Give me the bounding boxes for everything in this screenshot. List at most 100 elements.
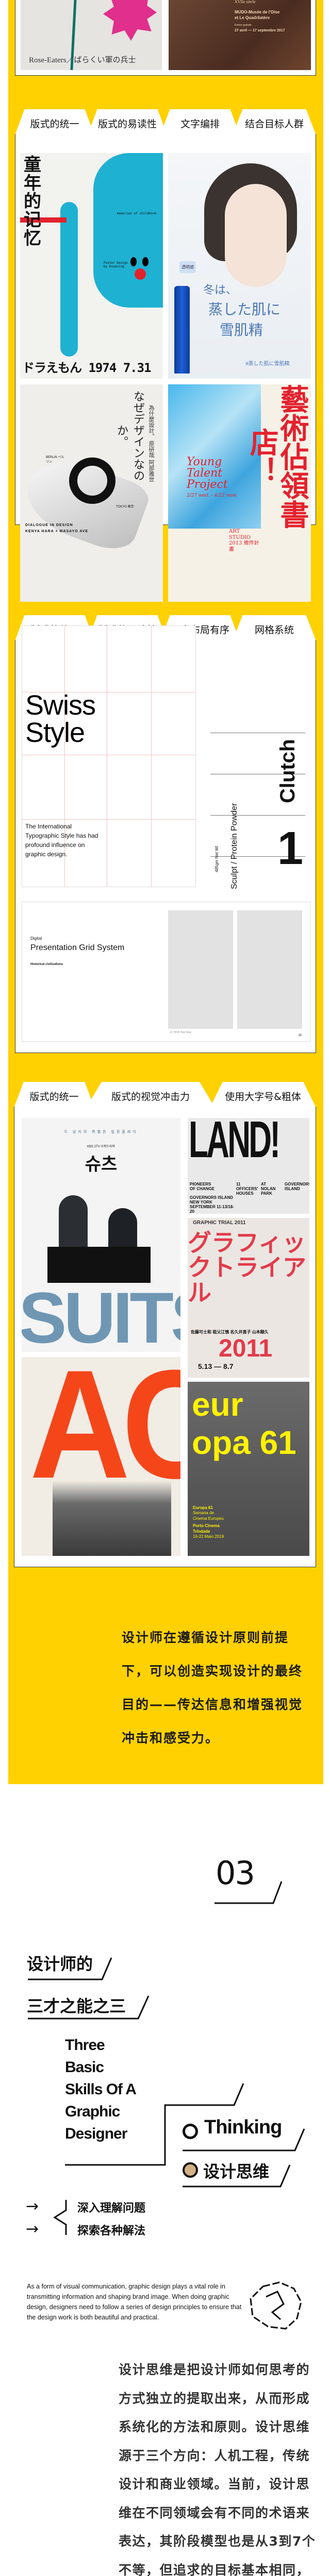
en-paragraph: As a form of visual communication, graph… bbox=[27, 2283, 242, 2321]
suits-network: KBS 2TV 수목드라마 bbox=[87, 1145, 115, 1148]
doraemon-blue-shape bbox=[93, 153, 163, 308]
europa61-poster: eur opa 61 Europa 61 Semana de Cinema Eu… bbox=[188, 1382, 309, 1556]
arrow-right-icon-1: → bbox=[26, 2197, 39, 2215]
suits-poster: 두 남자의 특별한 법정플레이 KBS 2TV 수목드라마 슈츠 SUITS bbox=[22, 1118, 180, 1352]
mudo-line3: et Le Quadrilatère bbox=[235, 15, 270, 20]
tab-large-bold-type[interactable]: 使用大字号&粗体 bbox=[210, 1082, 316, 1108]
clutch-weight: 485gm Net Wt bbox=[214, 845, 219, 872]
sekkisei-line2: 蒸した肌に bbox=[208, 301, 281, 318]
mudo-century: XVIIe siècle bbox=[235, 0, 256, 4]
skill-en-circle-icon bbox=[183, 2124, 198, 2139]
poster-panel-3: Swiss Style The International Typographi… bbox=[15, 625, 316, 1053]
doraemon-credit: Poster Design by Dosening bbox=[104, 261, 128, 268]
tab-grid-system[interactable]: 网格系统 bbox=[233, 615, 316, 641]
connector-line bbox=[65, 2083, 244, 2166]
sekkisei-tag: #蒸した肌に雪肌精 bbox=[245, 361, 290, 367]
tab-target-audience[interactable]: 结合目标人群 bbox=[233, 109, 316, 135]
tab-row-4: 版式的统一 版式的视觉冲击力 使用大字号&粗体 bbox=[14, 1082, 316, 1108]
land-col-3: AT NOLAN PARK bbox=[261, 1182, 276, 1196]
suits-word: SUITS bbox=[22, 1277, 180, 1352]
section-title-line2: 三才之能之三 bbox=[27, 1996, 126, 2016]
en-title-line-4: Graphic bbox=[65, 2103, 120, 2120]
skill-en-underline bbox=[183, 2128, 305, 2151]
rose-flower-shape bbox=[103, 0, 157, 41]
art-dates: 2/27 wed. - 4/22 mon. bbox=[187, 493, 238, 498]
number-underline-slash bbox=[214, 1881, 283, 1904]
art-en-2: Talent bbox=[187, 467, 223, 480]
graphic-trial-names: 佐藤可士和 祖父江慎 名久井直子 山本剛久 bbox=[191, 1330, 269, 1334]
presentation-grid: Digital Presentation Grid System Histori… bbox=[22, 902, 310, 1042]
europa-venue: Porto Cinema Trindade bbox=[193, 1523, 220, 1534]
clutch-product: Sculpt / Protein Powder bbox=[230, 803, 239, 889]
tokyo-label: TOKYO 東京 bbox=[116, 505, 134, 509]
doraemon-title: 童年的记忆 bbox=[24, 155, 41, 249]
graphic-trial-poster: GRAPHIC TRIAL 2011 グラフィックトライアル 佐藤可士和 祖父江… bbox=[188, 1218, 309, 1378]
art-studio-cn: 藝術佔領書店！ bbox=[246, 384, 309, 529]
ace-poster: ACE bbox=[22, 1357, 180, 1556]
poster-panel-4: 두 남자의 특별한 법정플레이 KBS 2TV 수목드라마 슈츠 SUITS L… bbox=[14, 1107, 316, 1567]
europa-word: eur opa 61 bbox=[192, 1386, 296, 1461]
grid-heading: Historical civilizations bbox=[30, 963, 63, 966]
europa-subtitle: Semana de Cinema Europeu bbox=[193, 1511, 224, 1521]
europa-title: Europa 61 bbox=[193, 1505, 213, 1510]
men-photo-shape bbox=[53, 1481, 171, 1556]
tab-visual-impact[interactable]: 版式的视觉冲击力 bbox=[86, 1082, 215, 1108]
blue-photo-collage bbox=[168, 384, 261, 529]
section-number-03: 03 bbox=[216, 1854, 255, 1892]
why-design-book: なぜデザインなのか。 為什麼設計。 原研哉 阿部雅世 BERLIN ベルリン T… bbox=[20, 384, 163, 602]
doraemon-red-band bbox=[20, 217, 67, 223]
crumpled-paper-icon bbox=[250, 2281, 302, 2330]
suits-title: 슈츠 bbox=[85, 1155, 118, 1174]
art-en-3: Project bbox=[187, 478, 228, 491]
grid-page-number: 15 bbox=[298, 1034, 302, 1037]
tab-typesetting[interactable]: 文字编排 bbox=[160, 109, 240, 135]
cn-paragraph: 设计思维是把设计师如何思考的方式独立的提取出来，从而形成系统化的方法和原则。设计… bbox=[119, 2362, 316, 2576]
ace-word: ACE bbox=[29, 1357, 180, 1511]
authors-label: KENYA HARA × MASAYO AVE bbox=[25, 530, 89, 533]
skill-en-label: Thinking bbox=[204, 2116, 282, 2138]
poster-panel-1: Rose-Eaters／ばらくい軍の兵士 XVIIe siècle MUDO-M… bbox=[15, 0, 316, 76]
why-design-side: 為什麼設計。 原研哉 阿部雅世 bbox=[148, 405, 155, 482]
europa-dates: 16-22 Maio 2019 bbox=[193, 1534, 224, 1539]
swiss-body: The International Typographic Style has … bbox=[25, 823, 98, 858]
graphic-trial-year: 2011 bbox=[219, 1335, 273, 1362]
land-col-2: 11 OFFICERS' HOUSES bbox=[236, 1182, 258, 1196]
why-design-title: なぜデザインなのか。 bbox=[115, 391, 144, 481]
model-face-shape bbox=[225, 184, 287, 287]
clutch-number: 1 bbox=[277, 823, 304, 874]
mudo-entry: Entrée gratuite bbox=[235, 24, 252, 27]
en-title-line-3: Skills Of A bbox=[65, 2081, 137, 2098]
sekkisei-line3: 雪肌精 bbox=[220, 321, 263, 338]
land-poster: LAND! PIONEERS OF CHANGE 11 OFFICERS' HO… bbox=[188, 1118, 309, 1214]
land-word: LAND! bbox=[189, 1118, 280, 1168]
art-studio-label: ART STUDIO 2013 徵件計畫 bbox=[229, 529, 259, 552]
skill-cn-underline bbox=[183, 2164, 291, 2188]
tab-readability[interactable]: 版式的易读性 bbox=[88, 109, 167, 135]
doraemon-bottom: ドラえもん 1974 7.31 bbox=[22, 361, 151, 375]
rose-eaters-caption: Rose-Eaters／ばらくい軍の兵士 bbox=[29, 56, 136, 64]
point-1: 深入理解问题 bbox=[77, 2202, 146, 2215]
en-title-block: Three Basic Skills Of A Graphic Designer bbox=[65, 2034, 137, 2145]
sofa-shape bbox=[47, 1247, 151, 1283]
grid-title: Presentation Grid System bbox=[30, 943, 125, 952]
doraemon-blue-shape-2 bbox=[60, 202, 78, 357]
skill-cn-label: 设计思维 bbox=[203, 2162, 270, 2181]
tab-row-2: 版式的统一 版式的易读性 文字编排 结合目标人群 bbox=[15, 109, 316, 135]
doraemon-eye-left bbox=[130, 257, 137, 266]
dialogue-label: DIALOGUE IN DESIGN bbox=[25, 523, 73, 527]
clutch-brand: Clutch bbox=[276, 739, 299, 804]
en-title-line-5: Designer bbox=[65, 2125, 127, 2142]
graphic-trial-jp: グラフィックトライアル bbox=[188, 1229, 306, 1306]
product-bottle bbox=[174, 286, 190, 374]
clutch-label: Clutch Sculpt / Protein Powder 485gm Net… bbox=[210, 712, 305, 892]
black-ring-shape bbox=[69, 457, 116, 504]
tab-unified-layout[interactable]: 版式的统一 bbox=[15, 109, 94, 135]
doraemon-nose bbox=[135, 268, 146, 280]
graphic-trial-dates: 5.13 — 8.7 bbox=[198, 1362, 234, 1370]
grey-block-1 bbox=[168, 910, 233, 1029]
sekkisei-line1: 冬は、 bbox=[203, 284, 238, 297]
rose-eaters-poster: Rose-Eaters／ばらくい軍の兵士 bbox=[21, 0, 162, 70]
arrow-right-icon-2: → bbox=[26, 2220, 39, 2238]
tab-unified-layout-4[interactable]: 版式的统一 bbox=[14, 1082, 94, 1108]
title-underline-1 bbox=[28, 1957, 112, 1980]
